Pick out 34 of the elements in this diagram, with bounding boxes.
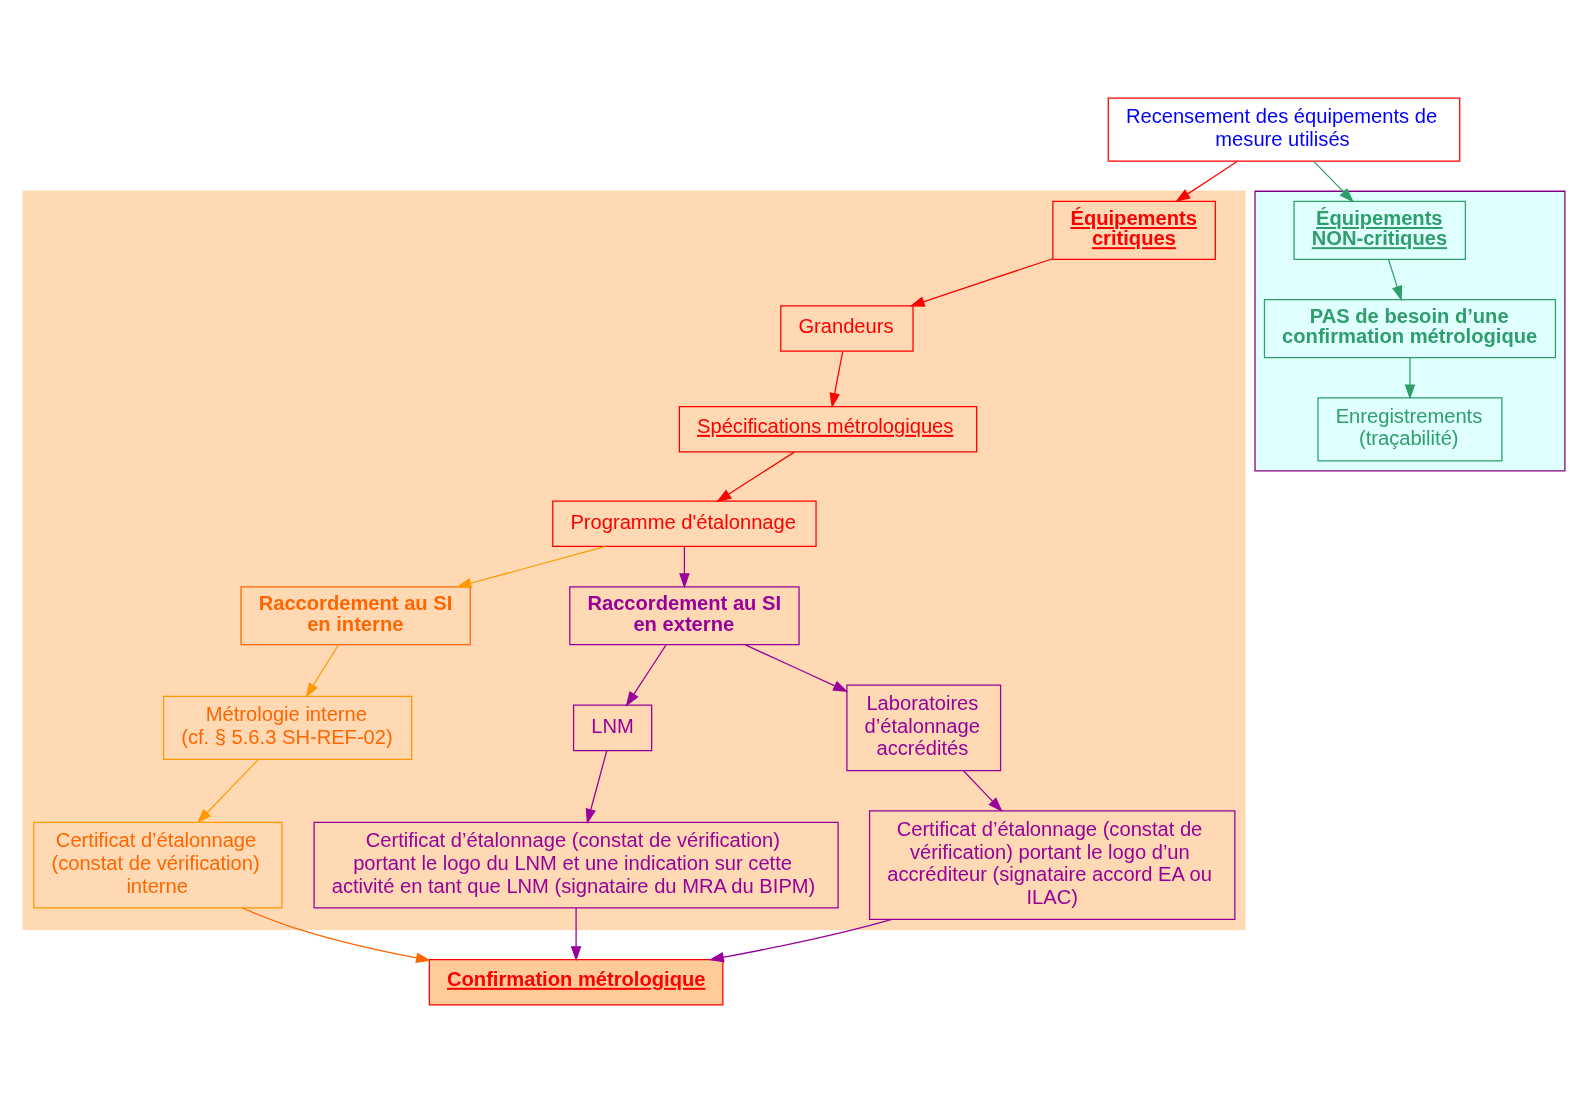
arrow: [909, 257, 1054, 307]
arrow: [679, 545, 690, 588]
node-box: Équipements NON-critiques: [1293, 200, 1466, 260]
node-box: Certificat d’étalonnage (constat de vérification) interne: [33, 821, 283, 909]
node-box: Confirmation métrologique: [428, 958, 724, 1006]
node-box: Grandeurs: [780, 304, 914, 352]
arrow: [196, 758, 260, 823]
arrow: [456, 545, 607, 588]
arrow: [716, 451, 795, 502]
arrow: [1175, 159, 1239, 202]
node-box: Raccordement au SI en externe: [569, 585, 800, 645]
arrow: [829, 350, 844, 408]
arrow: [585, 749, 608, 824]
node-box: Recensement des équipements de mesure utilisés: [1107, 96, 1461, 162]
node-box: Raccordement au SI en interne: [240, 585, 471, 645]
arrow: [744, 643, 849, 692]
node-box: Métrologie interne (cf. § 5.6.3 SH-REF-02): [162, 695, 413, 760]
arrow: [305, 644, 339, 698]
node-box: Laboratoires d’étalonnage accrédités: [846, 683, 1002, 771]
node-box: Certificat d’étalonnage (constat de vérification) portant le logo d’un accréditeur (signataire accord EA ou ILAC): [868, 809, 1236, 920]
arrow: [963, 769, 1003, 812]
arrow: [570, 907, 582, 961]
node-box: Certificat d’étalonnage (constat de vérification) portant le logo du LNM et une indication sur cette activité en tant que LNM (signataire du MRA du BIPM): [313, 821, 839, 909]
node-box: LNM: [572, 704, 653, 751]
node-box: Programme d'étalonnage: [552, 500, 817, 547]
node-box: PAS de besoin d’une confirmation métrologique: [1263, 298, 1557, 358]
arrow: [1313, 160, 1354, 203]
arrow: [1404, 356, 1416, 400]
arrow: [1388, 258, 1403, 301]
cluster: [1254, 190, 1566, 471]
node-box: Spécifications métrologiques: [678, 405, 978, 453]
node-box: Équipements critiques: [1052, 200, 1216, 260]
arrow: [625, 644, 667, 707]
node-box: Enregistrements (traçabilité): [1317, 396, 1503, 461]
